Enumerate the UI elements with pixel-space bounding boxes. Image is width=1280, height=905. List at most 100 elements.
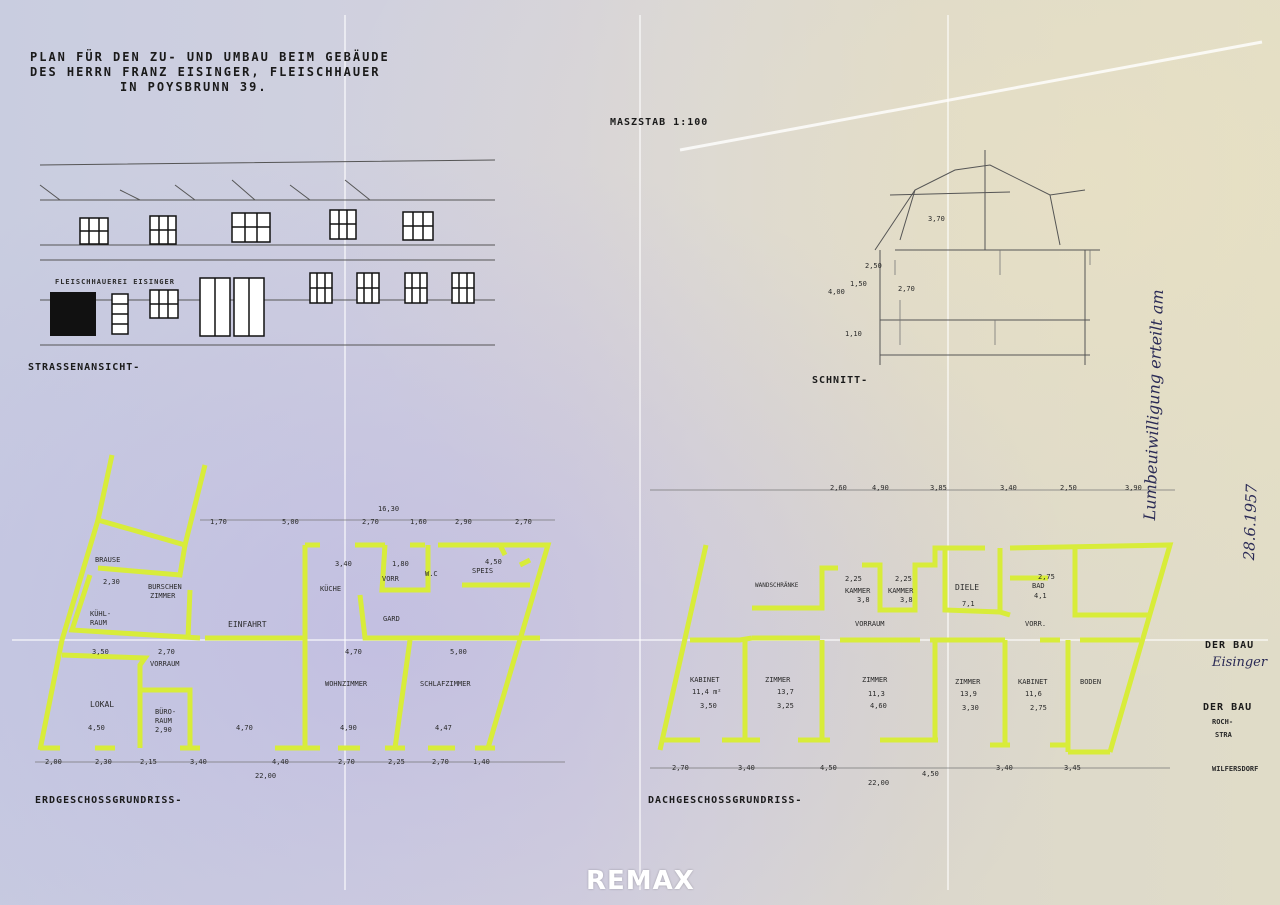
dimension-text: 1,10 <box>845 330 862 338</box>
dimension-text: 2,60 <box>830 484 847 492</box>
dimension-text: 2,25 <box>845 575 862 583</box>
dimension-text: 3,70 <box>928 215 945 223</box>
room-label: BÜRO- <box>155 708 177 716</box>
dimension-text: 4,70 <box>236 724 253 732</box>
stamp-line: STRA <box>1215 731 1232 739</box>
room-label: LOKAL <box>90 700 115 709</box>
dimension-text: 2,25 <box>388 758 405 766</box>
dimension-text: 4,40 <box>272 758 289 766</box>
room-label: VORR. <box>1025 620 1047 628</box>
dimension-text: 3,85 <box>930 484 947 492</box>
dimension-text: 3,50 <box>700 702 717 710</box>
dimension-text: 4,50 <box>485 558 502 566</box>
room-label: ZIMMER <box>862 676 888 684</box>
dimension-text: 2,30 <box>95 758 112 766</box>
room-label: EINFAHRT <box>228 620 267 629</box>
room-label: GARD <box>383 615 400 623</box>
dimension-text: 3,90 <box>1125 484 1142 492</box>
dimension-text: 3,40 <box>335 560 352 568</box>
room-label: BRAUSE <box>95 556 121 564</box>
attic-floor-walls <box>657 542 1174 755</box>
stamp-label: DER BAU <box>1205 640 1255 651</box>
room-label: ZIMMER <box>150 592 176 600</box>
dimension-text: 2,75 <box>1038 573 1055 581</box>
room-label: KABINET <box>1018 678 1048 686</box>
dimension-text: 1,40 <box>473 758 490 766</box>
dimension-text: 2,90 <box>455 518 472 526</box>
room-label: KAMMER <box>888 587 914 595</box>
dimension-text: 2,90 <box>155 726 172 734</box>
room-label: BAD <box>1032 582 1045 590</box>
dimension-text: 3,40 <box>190 758 207 766</box>
room-area: 7,1 <box>962 600 975 608</box>
room-label: WANDSCHRÄNKE <box>755 582 799 589</box>
room-label: BODEN <box>1080 678 1102 686</box>
dimension-text: 4,50 <box>922 770 939 778</box>
room-label: VORRAUM <box>855 620 885 628</box>
dimension-text: 4,00 <box>828 288 845 296</box>
room-area: 3,8 <box>900 596 913 604</box>
dimension-text: 2,75 <box>1030 704 1047 712</box>
room-label: SCHLAFZIMMER <box>420 680 471 688</box>
dimension-lines <box>35 489 1175 769</box>
room-label: W.C <box>425 570 438 578</box>
dimension-text: 2,70 <box>515 518 532 526</box>
room-label: KABINET <box>690 676 720 684</box>
stamp-signature: Eisinger <box>1212 655 1268 670</box>
plan-title-line3: IN POYSBRUNN 39. <box>120 80 268 94</box>
stamp-line: ROCH- <box>1212 718 1234 726</box>
room-label: BURSCHEN <box>148 583 182 591</box>
dimension-text: 2,15 <box>140 758 157 766</box>
street-view-label: STRASSENANSICHT- <box>28 362 141 373</box>
room-area: 4,1 <box>1034 592 1047 600</box>
dimension-text: 2,70 <box>898 285 915 293</box>
dimension-text: 2,25 <box>895 575 912 583</box>
room-label: SPEIS <box>472 567 494 575</box>
dimension-text: 2,50 <box>1060 484 1077 492</box>
plan-title-line2: DES HERRN FRANZ EISINGER, FLEISCHHAUER <box>30 65 381 79</box>
dimension-text: 3,40 <box>996 764 1013 772</box>
room-label: ZIMMER <box>765 676 791 684</box>
stamp-label: DER BAU <box>1203 702 1253 713</box>
dimension-text: 16,30 <box>378 505 400 513</box>
room-label: KÜCHE <box>320 585 342 593</box>
shop-sign: FLEISCHHAUEREI EISINGER <box>55 278 175 286</box>
room-label: ZIMMER <box>955 678 981 686</box>
dimension-text: 1,70 <box>210 518 227 526</box>
dimension-text: 1,80 <box>392 560 409 568</box>
room-label: WOHNZIMMER <box>325 680 368 688</box>
room-label: VORR <box>382 575 399 583</box>
dimension-text: 4,50 <box>88 724 105 732</box>
dimension-text: 3,50 <box>92 648 109 656</box>
dimension-text: 2,30 <box>103 578 120 586</box>
dimension-text: 22,00 <box>255 772 277 780</box>
room-label: RAUM <box>155 717 172 725</box>
upper-windows <box>79 209 434 245</box>
street-elevation <box>39 159 496 346</box>
dimension-text: 3,45 <box>1064 764 1081 772</box>
dimension-text: 22,00 <box>868 779 890 787</box>
ground-windows <box>50 272 475 337</box>
dimension-text: 3,25 <box>777 702 794 710</box>
dimension-text: 5,00 <box>450 648 467 656</box>
room-area: 13,7 <box>777 688 794 696</box>
attic-plan-label: DACHGESCHOSSGRUNDRISS- <box>648 795 803 806</box>
room-label: VORRAUM <box>150 660 180 668</box>
dimension-text: 1,50 <box>850 280 867 288</box>
room-label: DIELE <box>955 583 980 592</box>
dimension-text: 3,30 <box>962 704 979 712</box>
room-area: 11,3 <box>868 690 885 698</box>
room-label: RAUM <box>90 619 107 627</box>
dimension-text: 3,40 <box>1000 484 1017 492</box>
ground-floor-walls <box>37 454 552 751</box>
dimension-text: 4,70 <box>345 648 362 656</box>
dimension-text: 2,70 <box>672 764 689 772</box>
plan-title-line1: PLAN FÜR DEN ZU- UND UMBAU BEIM GEBÄUDE <box>30 50 390 64</box>
room-area: 11,6 <box>1025 690 1042 698</box>
section-drawing <box>874 150 1100 365</box>
room-area: 3,8 <box>857 596 870 604</box>
room-area: 13,9 <box>960 690 977 698</box>
dimension-text: 5,00 <box>282 518 299 526</box>
dimension-text: 2,70 <box>432 758 449 766</box>
